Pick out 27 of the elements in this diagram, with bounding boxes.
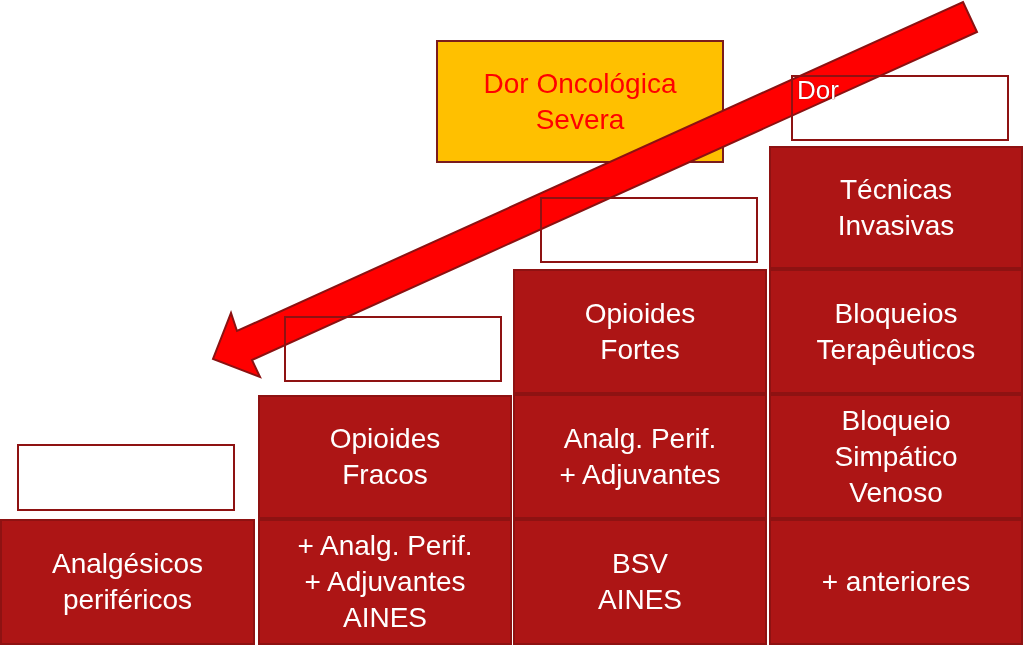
- highlight-label: Dor Oncológica Severa: [482, 66, 678, 137]
- box-label: Dor: [797, 77, 839, 103]
- empty-box: [17, 444, 235, 511]
- highlight-box: [436, 40, 724, 163]
- step-box: [258, 395, 512, 519]
- step-label: Bloqueio Simpático Venoso: [833, 403, 959, 510]
- step-box: [769, 269, 1023, 394]
- step-box: [769, 394, 1023, 519]
- step-label: + anteriores: [821, 565, 971, 599]
- step-label: + Analg. Perif. + Adjuvantes AINES: [296, 529, 474, 635]
- empty-box: [540, 197, 758, 263]
- step-box: [0, 519, 255, 645]
- step-box: [513, 394, 767, 519]
- step-label: BSV AINES: [597, 547, 683, 617]
- step-label: Analg. Perif. + Adjuvantes: [558, 421, 722, 492]
- step-label: Bloqueios Terapêuticos: [815, 296, 977, 367]
- step-box: [513, 519, 767, 645]
- step-box: [258, 519, 512, 645]
- step-label: Opioides Fracos: [328, 422, 442, 492]
- outlined-box: [791, 75, 1009, 141]
- empty-box: [284, 316, 502, 382]
- step-box: [769, 146, 1023, 269]
- step-label: Técnicas Invasivas: [836, 172, 956, 243]
- step-label: Opioides Fortes: [583, 296, 697, 367]
- step-box: [769, 519, 1023, 645]
- step-box: [513, 269, 767, 394]
- step-label: Analgésicos periféricos: [51, 547, 204, 617]
